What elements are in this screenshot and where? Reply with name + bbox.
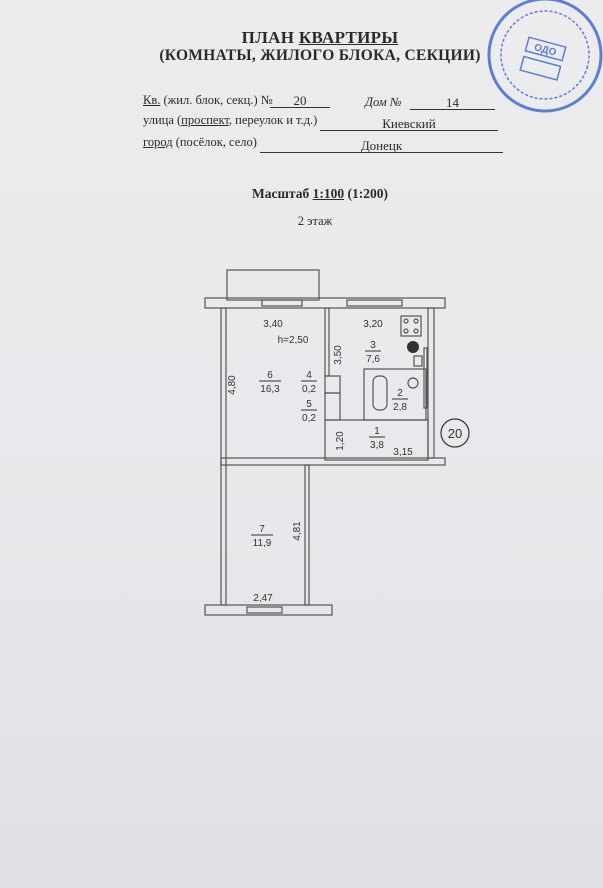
room-5-number: 5 bbox=[306, 399, 312, 410]
house-number: 14 bbox=[410, 95, 495, 110]
city-value: Донецк bbox=[260, 138, 503, 153]
apt-label-u: Кв. bbox=[143, 93, 161, 107]
title-text: ПЛАН bbox=[241, 28, 299, 47]
exterior-wall-bottom bbox=[204, 604, 333, 616]
closet-5 bbox=[324, 392, 341, 421]
street-label: улица (проспект, переулок и т.д.) bbox=[143, 113, 317, 128]
ceiling-height: h=2,50 bbox=[278, 335, 309, 346]
floor-label: 2 этаж bbox=[297, 214, 333, 228]
apartment-label: Кв. (жил. блок, секц.) № bbox=[143, 93, 273, 108]
room-2-area: 2,8 bbox=[393, 402, 407, 413]
exterior-wall-left bbox=[220, 307, 227, 606]
street-label-1: улица ( bbox=[143, 113, 182, 127]
dim-corridor-length: 3,15 bbox=[393, 447, 413, 458]
partition bbox=[324, 307, 330, 377]
scale-value: 1:100 bbox=[312, 186, 345, 201]
room-6-number: 6 bbox=[267, 370, 273, 381]
city-label-u: город bbox=[143, 135, 173, 149]
title-underlined: КВАРТИРЫ bbox=[298, 28, 399, 47]
street-label-u: проспект bbox=[181, 113, 229, 127]
scale-label: Масштаб bbox=[252, 186, 313, 201]
dim-kitchen-width: 3,20 bbox=[363, 319, 383, 330]
room-6-area: 16,3 bbox=[260, 384, 280, 395]
riser bbox=[423, 347, 428, 409]
apt-label-rest: (жил. блок, секц.) № bbox=[160, 93, 273, 107]
stove-icon bbox=[400, 315, 422, 337]
partition-7 bbox=[304, 464, 310, 606]
balcony bbox=[226, 269, 320, 301]
room-3-number: 3 bbox=[370, 340, 376, 351]
dim-corridor-width: 1,20 bbox=[335, 431, 346, 451]
apartment-marker bbox=[440, 418, 470, 448]
dim-room7-length: 4,81 bbox=[292, 521, 303, 541]
room-1-area: 3,8 bbox=[370, 440, 384, 451]
room-4-number: 4 bbox=[306, 370, 312, 381]
toilet-icon bbox=[407, 377, 419, 389]
dim-room6-width: 3,40 bbox=[263, 319, 283, 330]
dim-room7-width: 2,47 bbox=[253, 593, 273, 604]
plan-title: ПЛАН КВАРТИРЫ bbox=[0, 28, 603, 48]
room-5-area: 0,2 bbox=[302, 413, 316, 424]
room-7-area: 11,9 bbox=[253, 538, 272, 549]
window bbox=[246, 606, 283, 614]
scale-alt: (1:200) bbox=[344, 186, 388, 201]
closet-4 bbox=[324, 375, 341, 394]
room-3-area: 7,6 bbox=[366, 354, 380, 365]
corridor bbox=[324, 419, 429, 461]
bathtub-icon bbox=[372, 375, 388, 411]
city-label-rest: (посёлок, село) bbox=[172, 135, 257, 149]
exterior-wall-right bbox=[427, 307, 435, 459]
interior-wall bbox=[220, 457, 446, 466]
plan-subtitle: (КОМНАТЫ, ЖИЛОГО БЛОКА, СЕКЦИИ) bbox=[159, 47, 481, 64]
sink-icon bbox=[413, 355, 423, 367]
room-4-area: 0,2 bbox=[302, 384, 316, 395]
window bbox=[346, 299, 403, 307]
dim-kitchen-length: 3,50 bbox=[333, 345, 344, 365]
street-label-2: , переулок и т.д.) bbox=[228, 113, 318, 127]
room-7-number: 7 bbox=[259, 524, 265, 535]
boiler-icon bbox=[407, 341, 419, 353]
window bbox=[261, 299, 303, 307]
house-label: Дом № bbox=[365, 95, 402, 109]
room-1-number: 1 bbox=[374, 426, 380, 437]
scale: Масштаб 1:100 (1:200) bbox=[0, 186, 603, 202]
dim-room6-length: 4,80 bbox=[227, 375, 238, 395]
apartment-number: 20 bbox=[270, 93, 330, 108]
room-2-number: 2 bbox=[397, 388, 403, 399]
city-label: город (посёлок, село) bbox=[143, 135, 257, 150]
apartment-marker-number: 20 bbox=[448, 426, 462, 441]
street-value: Киевский bbox=[320, 116, 498, 131]
